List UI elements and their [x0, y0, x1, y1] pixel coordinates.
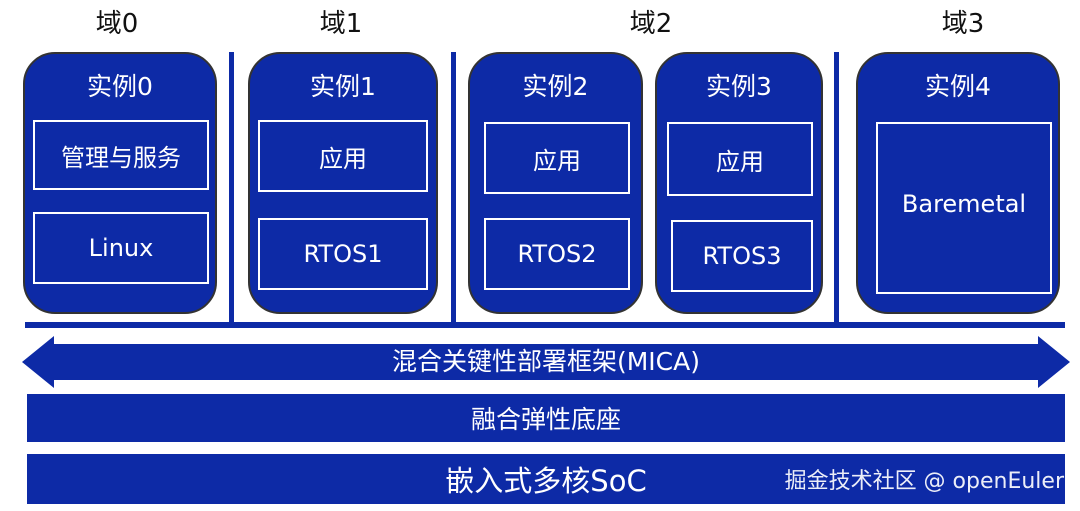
instance-0-os-box: Linux	[33, 212, 209, 284]
domain-label-2: 域2	[629, 9, 673, 39]
instance-1-title: 实例1	[310, 72, 376, 101]
instance-2-card: 实例2 应用 RTOS2	[468, 52, 643, 314]
domain-divider-2	[451, 52, 456, 326]
instance-3-app-box: 应用	[667, 122, 813, 196]
mica-framework-label: 混合关键性部署框架(MICA)	[391, 347, 700, 376]
mica-framework-arrow: 混合关键性部署框架(MICA)	[22, 336, 1070, 388]
instance-2-app-box: 应用	[484, 122, 630, 194]
soc-label: 嵌入式多核SoC	[445, 464, 647, 498]
domain-label-1: 域1	[319, 9, 363, 39]
instance-0-title: 实例0	[87, 72, 153, 101]
instance-4-baremetal-box: Baremetal	[876, 122, 1052, 294]
domain-label-3: 域3	[941, 9, 985, 39]
instance-1-card: 实例1 应用 RTOS1	[248, 52, 438, 314]
soc-bar: 嵌入式多核SoC	[27, 454, 1065, 504]
domain-separator-line	[25, 322, 1065, 328]
instance-1-app-box: 应用	[258, 120, 428, 192]
double-arrow-icon	[22, 336, 1070, 388]
elastic-base-bar: 融合弹性底座	[27, 394, 1065, 442]
domain-divider-1	[229, 52, 234, 326]
instance-0-card: 实例0 管理与服务 Linux	[23, 52, 217, 314]
instance-2-title: 实例2	[522, 72, 589, 101]
instance-0-service-box: 管理与服务	[33, 120, 209, 190]
instance-2-os-box: RTOS2	[484, 218, 630, 290]
domain-label-0: 域0	[95, 9, 139, 39]
instance-4-title: 实例4	[925, 72, 991, 101]
instance-1-os-box: RTOS1	[258, 218, 428, 290]
instance-3-os-box: RTOS3	[671, 220, 813, 292]
instance-4-card: 实例4 Baremetal	[856, 52, 1060, 314]
elastic-base-label: 融合弹性底座	[470, 405, 621, 434]
domain-divider-3	[834, 52, 839, 326]
watermark-text: 掘金技术社区 @ openEuler	[784, 469, 1064, 494]
instance-3-title: 实例3	[706, 72, 772, 101]
instance-3-card: 实例3 应用 RTOS3	[655, 52, 823, 314]
